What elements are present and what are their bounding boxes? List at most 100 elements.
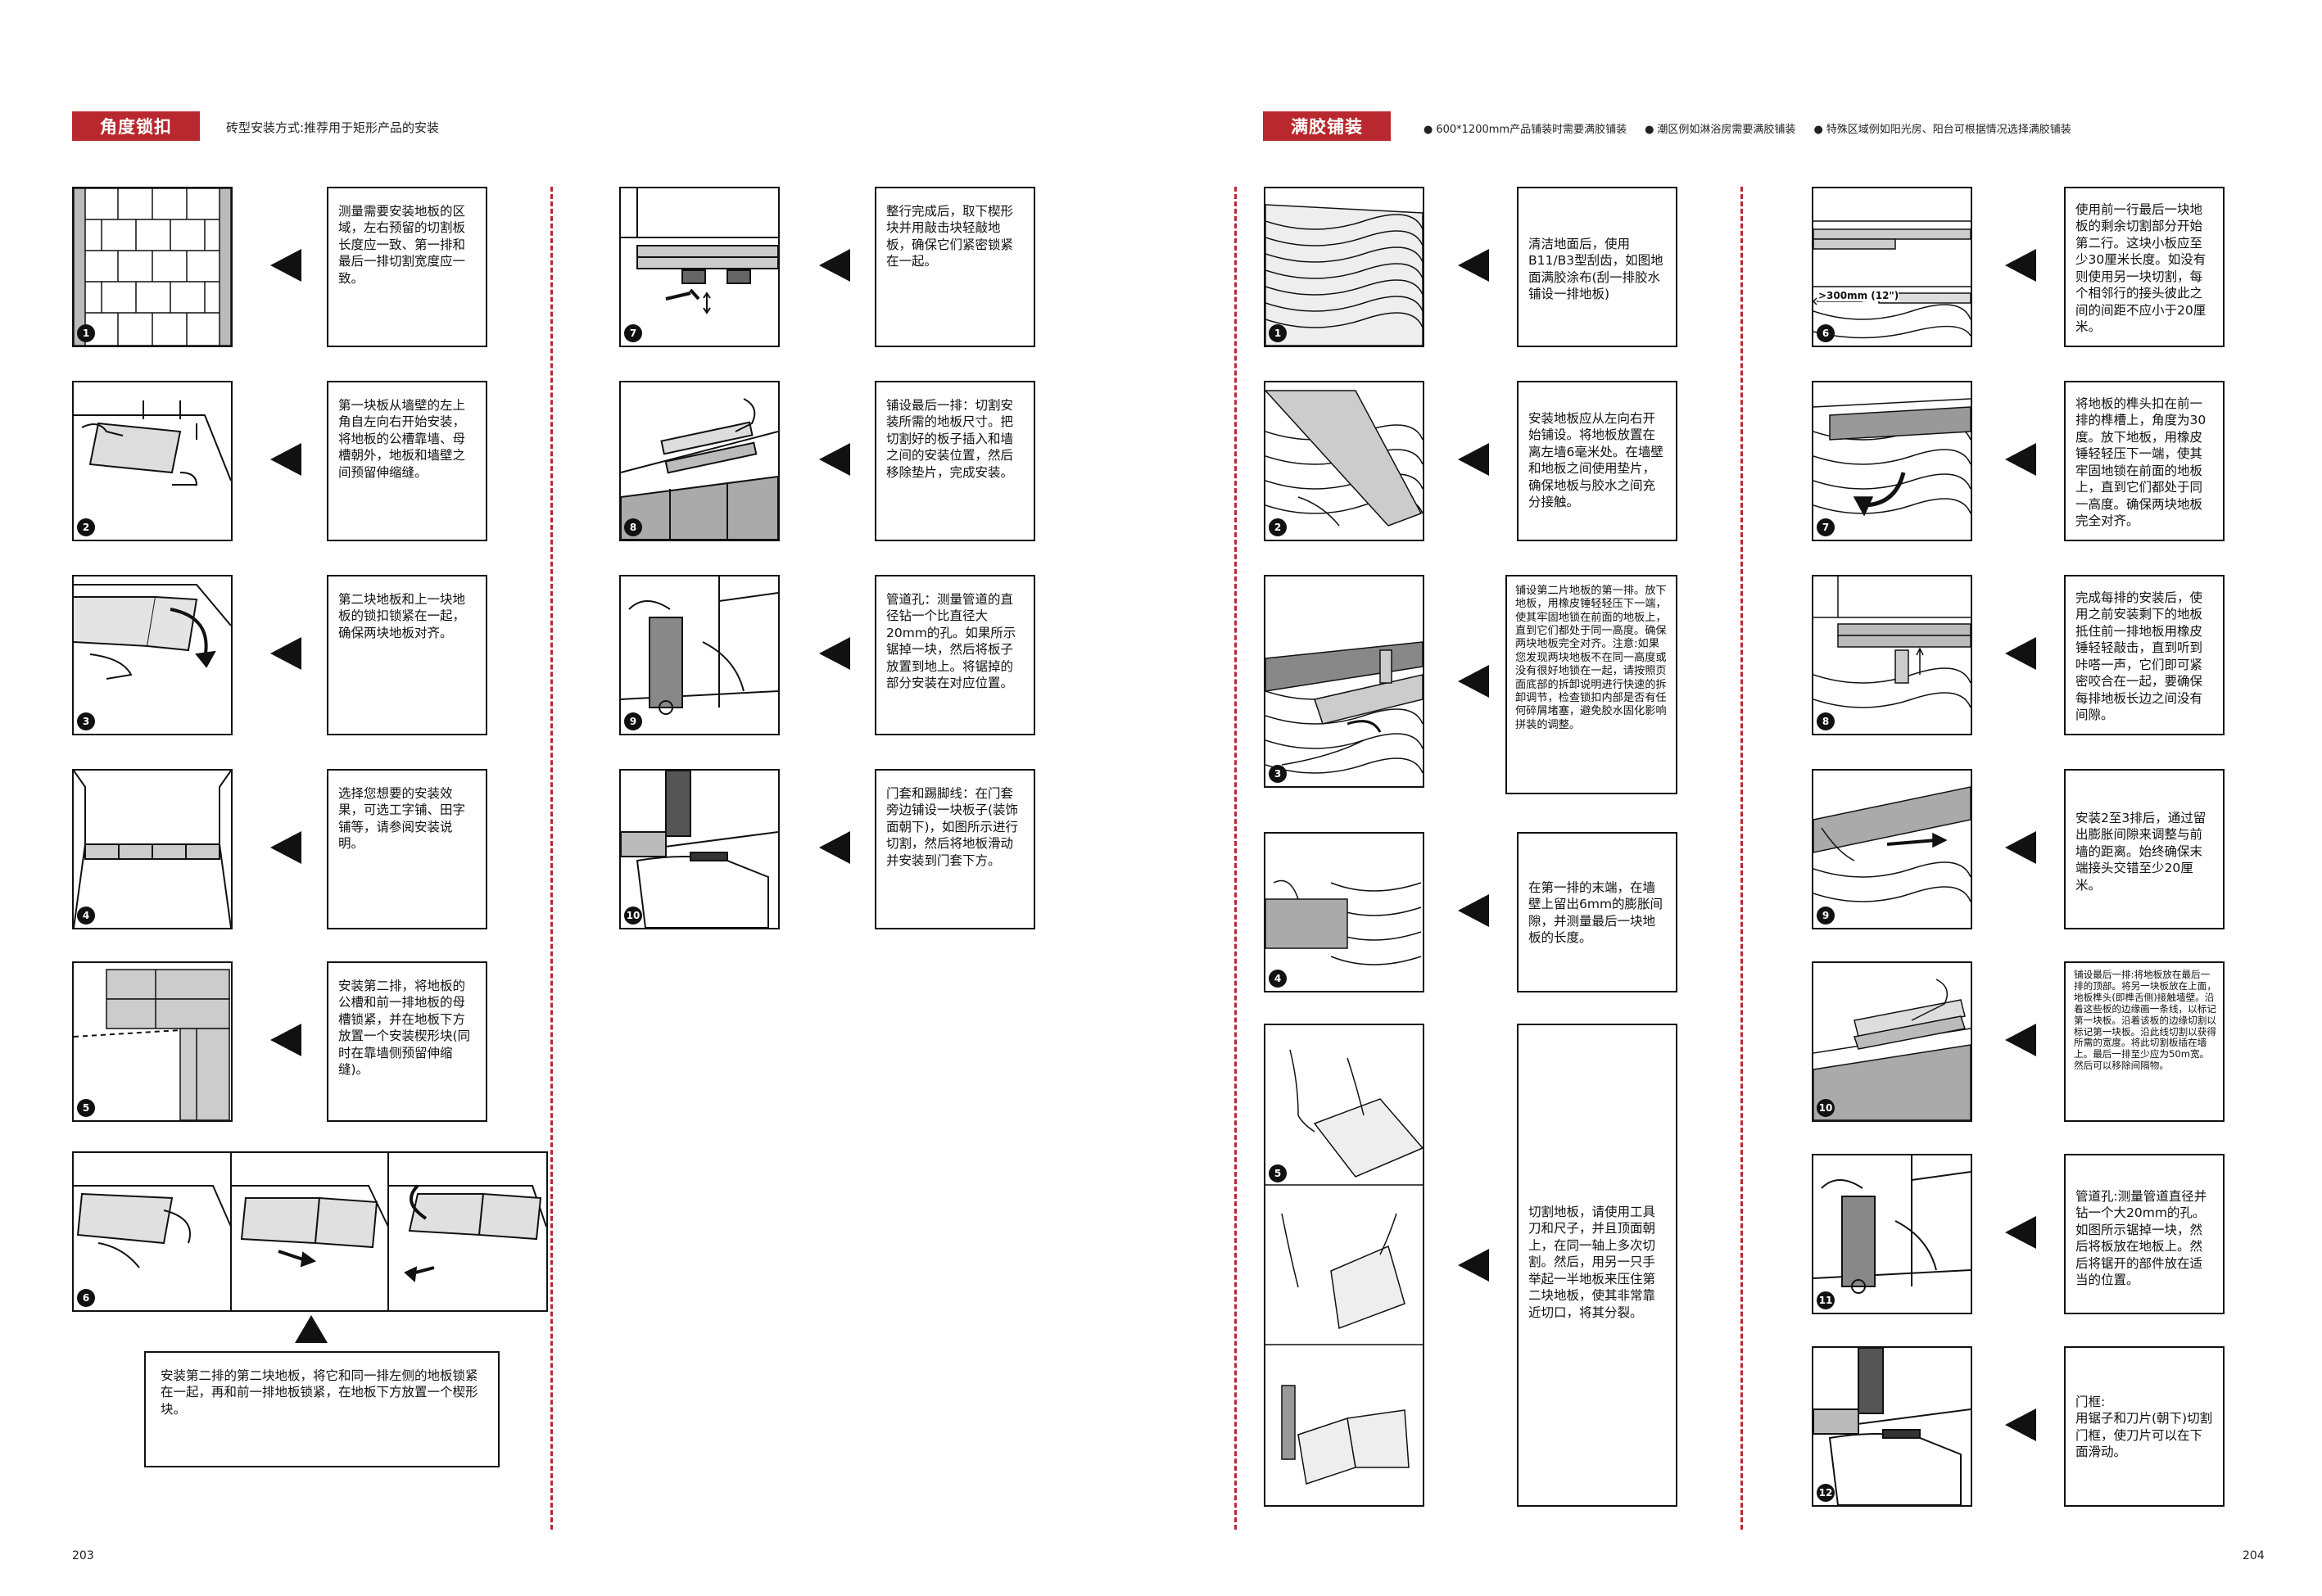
step-image: 6 [72,1151,548,1312]
left-arrow-icon [819,443,850,476]
step-text: 安装第二排，将地板的公槽和前一排地板的母槽锁紧，并在地板下方放置一个安装楔形块(… [327,961,487,1122]
step-text: 铺设第二片地板的第一排。放下地板，用橡皮锤轻轻压下一端，使其牢固地锁在前面的地板… [1505,575,1677,794]
step-number: 7 [1817,518,1835,536]
notes-list: 600*1200mm产品铺装时需要满胶铺装 潮区例如淋浴房需要满胶铺装 特殊区域… [1424,120,2071,136]
step-text: 测量需要安装地板的区域，左右预留的切割板长度应一致、第一排和最后一排切割宽度应一… [327,187,487,347]
step-text: 门套和踢脚线：在门套旁边铺设一块板子(装饰面朝下)，如图所示进行切割，然后将地板… [875,769,1035,929]
step-number: 2 [77,518,95,536]
step-text: 切割地板，请使用工具刀和尺子，并且顶面朝上，在同一轴上多次切割。然后，用另一只手… [1517,1024,1677,1507]
step-image: 4 [1264,832,1424,992]
left-arrow-icon [2005,1216,2036,1249]
left-arrow-icon [819,249,850,282]
step-text: 清洁地面后，使用B11/B3型刮齿，如图地面满胶涂布(刮一排胶水铺设一排地板) [1517,187,1677,347]
step-image: 9 [1812,769,1972,929]
step-image: 2 [72,381,233,541]
section-header-angle-lock: 角度锁扣 [72,111,200,141]
step-number: 4 [77,907,95,925]
step-number: 8 [1817,712,1835,730]
step-image: 3 [1264,575,1424,788]
left-arrow-icon [270,249,301,282]
step-number: 1 [77,324,95,342]
left-arrow-icon [819,637,850,670]
step-image: >300mm (12") 6 [1812,187,1972,347]
up-arrow-icon [295,1315,328,1343]
left-arrow-icon [2005,443,2036,476]
left-arrow-icon [2005,1408,2036,1441]
left-arrow-icon [2005,831,2036,864]
step-image: 4 [72,769,233,929]
left-arrow-icon [270,831,301,864]
step-image: 7 [619,187,780,347]
step-image: 10 [1812,961,1972,1122]
step-text: 门框: 用锯子和刀片(朝下)切割门框，使刀片可以在下面滑动。 [2064,1346,2225,1507]
step-number: 5 [77,1099,95,1117]
step-image: 9 [619,575,780,735]
section-subtitle: 砖型安装方式:推荐用于矩形产品的安装 [226,120,440,135]
column-divider [1740,187,1743,1530]
left-arrow-icon [270,1024,301,1056]
step-image: 10 [619,769,780,929]
step-text: 安装2至3排后，通过留出膨胀间隙来调整与前墙的距离。始终确保末端接头交错至少20… [2064,769,2225,929]
step-number: 6 [1817,324,1835,342]
step-text: 铺设最后一排:将地板放在最后一排的顶部。将另一块板放在上面，地板榫头(即榫舌侧)… [2064,961,2225,1122]
step-image: 1 [1264,187,1424,347]
page-divider [1234,187,1237,1530]
step-text: 在第一排的末端，在墙壁上留出6mm的膨胀间隙，并测量最后一块地板的长度。 [1517,832,1677,992]
note-item: 特殊区域例如阳光房、阳台可根据情况选择满胶铺装 [1813,120,2071,136]
step-number: 8 [624,518,642,536]
step-image: 3 [72,575,233,735]
step-number: 12 [1817,1484,1835,1502]
step-number: 9 [1817,907,1835,925]
step-number: 9 [624,712,642,730]
step-text: 使用前一行最后一块地板的剩余切割部分开始第二行。这块小板应至少30厘米长度。如没… [2064,187,2225,347]
left-arrow-icon [270,443,301,476]
step-image: 2 [1264,381,1424,541]
step-text: 整行完成后，取下楔形块并用敲击块轻敲地板，确保它们紧密锁紧在一起。 [875,187,1035,347]
step-image: 1 [72,187,233,347]
step-number: 3 [1269,765,1287,783]
step-number: 3 [77,712,95,730]
left-arrow-icon [2005,1024,2036,1056]
left-arrow-icon [270,637,301,670]
step-text: 将地板的榫头扣在前一排的榫槽上，角度为30度。放下地板，用橡皮锤轻轻压下一端，使… [2064,381,2225,541]
left-arrow-icon [2005,637,2036,670]
step-image: 5 [72,961,233,1122]
column-divider [550,187,553,1530]
step-text: 管道孔：测量管道的直径钻一个比直径大20mm的孔。如果所示锯掉一块，然后将板子放… [875,575,1035,735]
step-number: 5 [1269,1164,1287,1182]
note-item: 潮区例如淋浴房需要满胶铺装 [1645,120,1795,136]
step-number: 2 [1269,518,1287,536]
left-arrow-icon [819,831,850,864]
left-arrow-icon [1458,665,1489,698]
left-arrow-icon [1458,249,1489,282]
step-number: 7 [624,324,642,342]
step-image: 8 [1812,575,1972,735]
step-number: 4 [1269,970,1287,988]
step-text: 完成每排的安装后，使用之前安装剩下的地板抵住前一排地板用橡皮锤轻轻敲击，直到听到… [2064,575,2225,735]
step-number: 11 [1817,1291,1835,1309]
step-text: 安装地板应从左向右开始铺设。将地板放置在离左墙6毫米处。在墙壁和地板之间使用垫片… [1517,381,1677,541]
step-image: 8 [619,381,780,541]
step-text: 安装第二排的第二块地板，将它和同一排左侧的地板锁紧在一起，再和前一排地板锁紧，在… [144,1351,500,1467]
step-number: 10 [1817,1099,1835,1117]
page-number: 204 [2243,1549,2265,1562]
step-text: 管道孔:测量管道直径并钻一个大20mm的孔。如图所示锯掉一块，然后将板放在地板上… [2064,1154,2225,1314]
page-number: 203 [72,1549,94,1562]
left-arrow-icon [2005,249,2036,282]
step-image: 12 [1812,1346,1972,1507]
note-item: 600*1200mm产品铺装时需要满胶铺装 [1424,120,1627,136]
left-arrow-icon [1458,1249,1489,1282]
left-arrow-icon [1458,443,1489,476]
step-image: 11 [1812,1154,1972,1314]
section-header-full-glue: 满胶铺装 [1263,111,1391,141]
measure-label: >300mm (12") [1818,290,1899,301]
step-text: 选择您想要的安装效果，可选工字铺、田字铺等，请参阅安装说明。 [327,769,487,929]
step-number: 1 [1269,324,1287,342]
step-image: 7 [1812,381,1972,541]
step-text: 第二块地板和上一块地板的锁扣锁紧在一起，确保两块地板对齐。 [327,575,487,735]
step-number: 6 [77,1289,95,1307]
step-text: 第一块板从墙壁的左上角自左向右开始安装，将地板的公槽靠墙、母槽朝外，地板和墙壁之… [327,381,487,541]
step-image: 5 [1264,1024,1424,1507]
left-arrow-icon [1458,894,1489,927]
step-number: 10 [624,907,642,925]
